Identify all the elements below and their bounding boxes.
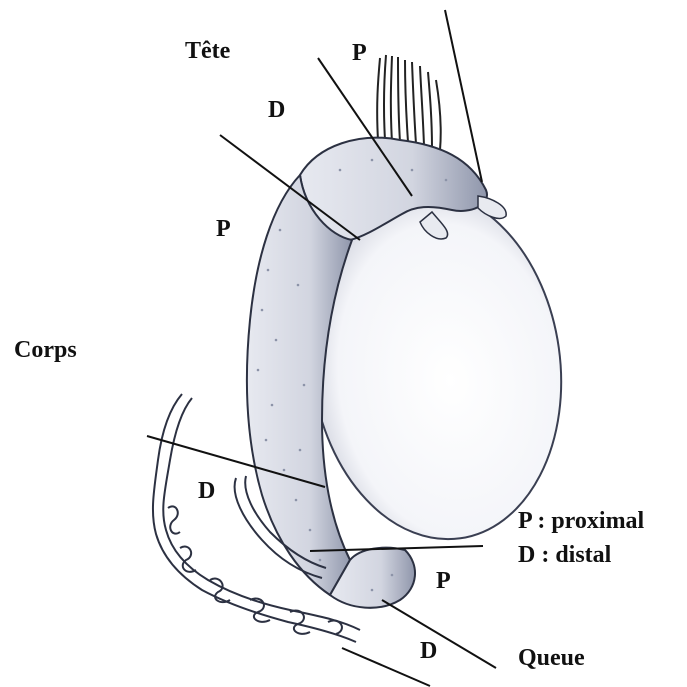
spermatic-cord (377, 55, 441, 150)
legend: P : proximal D : distal (518, 508, 645, 568)
label-p-head: P (352, 40, 367, 66)
label-p-tail: P (436, 568, 451, 594)
label-queue: Queue (518, 645, 585, 671)
label-tete: Tête (185, 38, 231, 64)
legend-proximal: P : proximal (518, 508, 645, 534)
label-corps: Corps (14, 337, 77, 363)
label-d-body: D (198, 478, 215, 504)
label-d-tail: D (420, 638, 437, 664)
label-p-body: P (216, 216, 231, 242)
legend-distal: D : distal (518, 542, 612, 568)
label-d-head: D (268, 97, 285, 123)
